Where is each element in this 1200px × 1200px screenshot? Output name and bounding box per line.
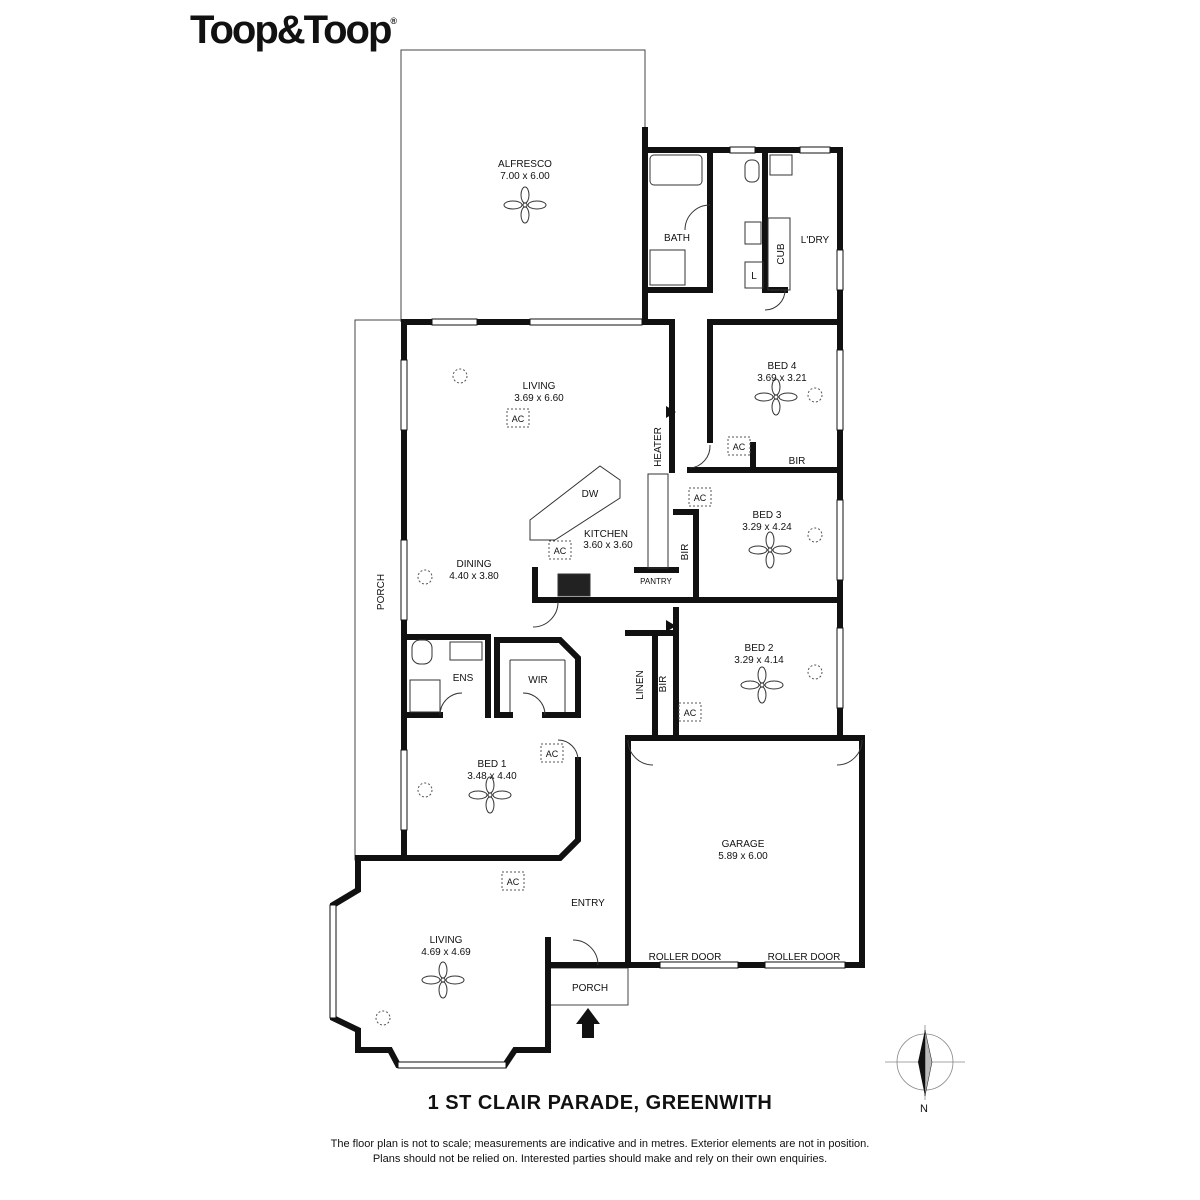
- bench-icon: [647, 473, 669, 569]
- downlight-icon: [807, 527, 823, 543]
- entry-label: ENTRY: [571, 898, 605, 909]
- downlight-icon: [807, 664, 823, 680]
- walls: [330, 127, 865, 1068]
- ceiling-fan-icon: [754, 378, 798, 416]
- ceiling-fan-icon: [503, 186, 547, 224]
- bed1-size: 3.48 x 4.40: [467, 771, 517, 782]
- bed4-size: 3.69 x 3.21: [757, 373, 807, 384]
- step-arrows: [666, 406, 676, 632]
- kitchen-label: KITCHEN: [584, 529, 628, 540]
- roller-door-label: ROLLER DOOR: [768, 952, 841, 963]
- bathtub-icon: [649, 154, 703, 186]
- ceiling-fan-icon: [748, 531, 792, 569]
- kitchen-size: 3.60 x 3.60: [583, 540, 633, 551]
- ac-label: AC: [554, 546, 567, 556]
- arrow-marker-icon: [666, 620, 676, 632]
- room-labels: ALFRESCO 7.00 x 6.00 BATH CUB L L'DRY LI…: [376, 159, 840, 994]
- laundry-sink-icon: [769, 154, 793, 176]
- ac-label: AC: [546, 749, 559, 759]
- disclaimer-line: Plans should not be relied on. Intereste…: [372, 1153, 828, 1165]
- bath-label: BATH: [664, 233, 690, 244]
- windows: [329, 146, 846, 1069]
- alfresco-area: [400, 49, 646, 322]
- fixtures: [409, 154, 793, 713]
- bir4-label: BIR: [789, 456, 806, 467]
- bed2-size: 3.29 x 4.14: [734, 655, 784, 666]
- linen-label: LINEN: [635, 670, 646, 699]
- ac-label: AC: [694, 493, 707, 503]
- dining-label: DINING: [457, 559, 492, 570]
- garage-size: 5.89 x 6.00: [718, 851, 768, 862]
- garage-label: GARAGE: [722, 839, 765, 850]
- wir-label: WIR: [528, 675, 547, 686]
- ens-toilet-icon: [411, 639, 433, 665]
- shower-icon: [649, 249, 686, 286]
- cub-label: CUB: [776, 243, 787, 264]
- laundry-label: L'DRY: [801, 235, 830, 246]
- disclaimer: The floor plan is not to scale; measurem…: [0, 1137, 1200, 1167]
- stove-icon: [557, 573, 591, 597]
- downlight-icon: [417, 782, 433, 798]
- property-address: 1 ST CLAIR PARADE, GREENWITH: [427, 1092, 773, 1114]
- heater-label: HEATER: [653, 427, 664, 467]
- toilet-icon: [744, 159, 760, 183]
- ens-label: ENS: [453, 673, 474, 684]
- porch-front-label: PORCH: [572, 983, 608, 994]
- porch-side-label: PORCH: [376, 574, 387, 610]
- living-front-label: LIVING: [430, 935, 463, 946]
- compass: N: [885, 1025, 965, 1115]
- downlight-icon: [452, 368, 468, 384]
- alfresco-size: 7.00 x 6.00: [500, 171, 550, 182]
- downlight-icon: [807, 387, 823, 403]
- brand-name: Toop&Toop: [190, 8, 392, 52]
- entry-arrow-icon: [576, 1008, 600, 1038]
- downlight-icon: [375, 1010, 391, 1026]
- ac-label: AC: [733, 442, 746, 452]
- compass-needle-icon: [918, 1030, 925, 1096]
- disclaimer-line: The floor plan is not to scale; measurem…: [330, 1138, 870, 1150]
- bir3-label: BIR: [680, 544, 691, 561]
- ceiling-fan-icon: [468, 776, 512, 814]
- living-front-size: 4.69 x 4.69: [421, 947, 471, 958]
- bed3-label: BED 3: [753, 510, 782, 521]
- pantry-label: PANTRY: [640, 577, 672, 586]
- dw-label: DW: [582, 489, 599, 500]
- linen-cupboard-icon: [744, 261, 764, 289]
- bed4-label: BED 4: [768, 361, 797, 372]
- roller-door-label: ROLLER DOOR: [649, 952, 722, 963]
- ens-vanity-icon: [449, 641, 483, 661]
- registered-mark: ®: [390, 16, 398, 26]
- kitchen-bench-icon: [529, 465, 621, 541]
- alfresco-label: ALFRESCO: [498, 159, 552, 170]
- vanity-icon: [744, 221, 762, 245]
- ceiling-fan-icon: [740, 666, 784, 704]
- ac-label: AC: [507, 877, 520, 887]
- compass-north-label: N: [920, 1103, 928, 1115]
- dining-size: 4.40 x 3.80: [449, 571, 499, 582]
- bed2-label: BED 2: [745, 643, 774, 654]
- downlight-icon: [417, 569, 433, 585]
- ac-label: AC: [512, 414, 525, 424]
- bir2-label: BIR: [658, 676, 669, 693]
- bed1-label: BED 1: [478, 759, 507, 770]
- cupboard-icon: [767, 217, 791, 291]
- living-main-size: 3.69 x 6.60: [514, 393, 564, 404]
- l-label: L: [751, 271, 757, 282]
- bed3-size: 3.29 x 4.24: [742, 522, 792, 533]
- ens-shower-icon: [409, 679, 441, 713]
- ceiling-fan-icon: [421, 961, 465, 999]
- brand-logo: Toop&Toop®: [190, 8, 397, 53]
- living-main-label: LIVING: [523, 381, 556, 392]
- arrow-marker-icon: [666, 406, 676, 418]
- ac-label: AC: [684, 708, 697, 718]
